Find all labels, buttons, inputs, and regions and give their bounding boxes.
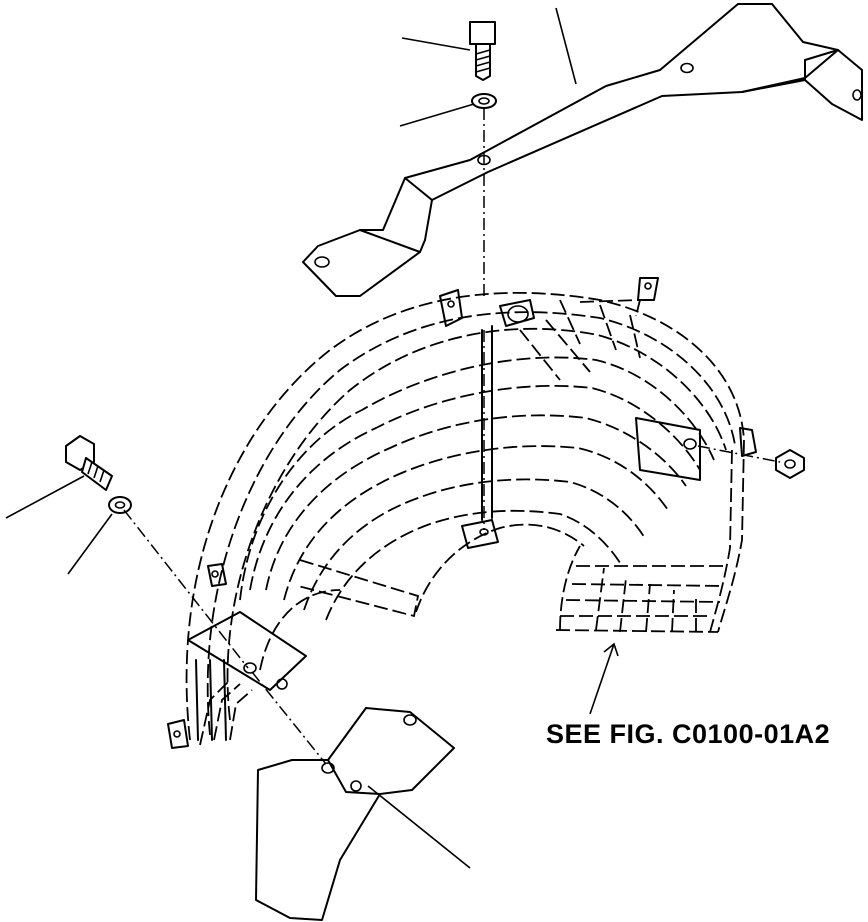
support-bracket <box>302 3 863 297</box>
top-washer <box>471 93 497 109</box>
fender-guard <box>185 291 745 746</box>
left-washer <box>108 496 132 514</box>
fender-tabs <box>167 277 757 749</box>
right-nut <box>775 449 805 479</box>
leader-lines <box>5 7 619 869</box>
left-bolt <box>65 435 113 491</box>
reference-note: SEE FIG. C0100-01A2 <box>546 719 831 749</box>
center-lines <box>123 108 781 765</box>
top-bolt <box>469 21 496 81</box>
side-plate <box>255 707 455 921</box>
